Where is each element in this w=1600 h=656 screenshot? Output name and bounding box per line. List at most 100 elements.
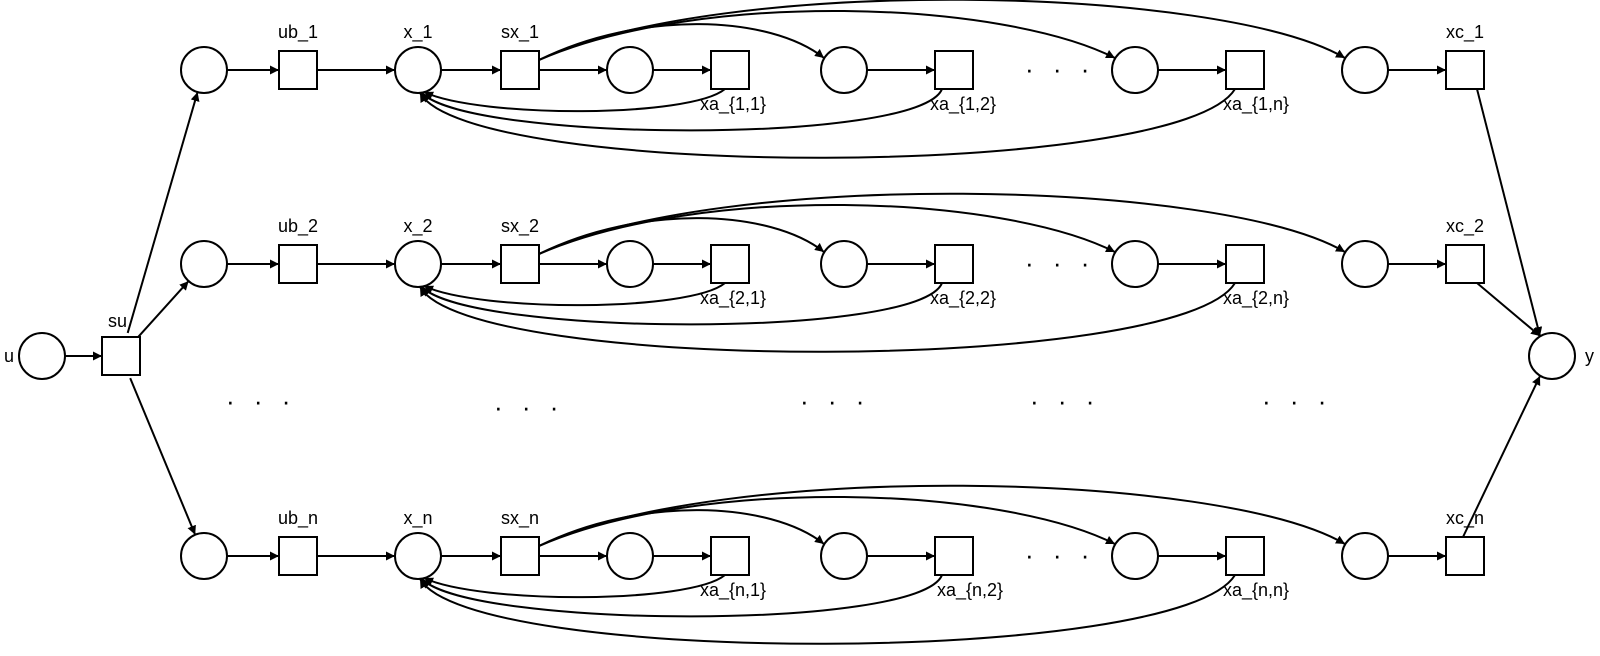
arc-su-to-row-2	[136, 280, 190, 339]
label-x-n: x_n	[403, 508, 432, 529]
place-pre-ub-2[interactable]	[180, 240, 228, 288]
ellipsis-col2: · · ·	[494, 392, 564, 422]
transition-xa-2-1[interactable]	[710, 244, 750, 284]
place-pre-xa-2-2[interactable]	[820, 240, 868, 288]
transition-xc-2[interactable]	[1445, 244, 1485, 284]
place-pre-ub-1[interactable]	[180, 46, 228, 94]
arc-su-to-row-n	[129, 377, 197, 536]
place-pre-xc-2[interactable]	[1341, 240, 1389, 288]
label-y: y	[1585, 346, 1594, 366]
transition-xc-1[interactable]	[1445, 50, 1485, 90]
place-pre-xa-n-2[interactable]	[820, 532, 868, 580]
place-pre-ub-n[interactable]	[180, 532, 228, 580]
arc-sx-to-xcp-2	[538, 192, 1346, 255]
place-pre-xa-2-n[interactable]	[1111, 240, 1159, 288]
arcs-layer	[65, 0, 1543, 645]
arc-xa2-to-x-2	[421, 282, 943, 326]
label-su: su	[108, 311, 127, 331]
arc-sx-to-xcp-n	[538, 484, 1346, 547]
label-x-2: x_2	[403, 216, 432, 237]
label-xa-2-1: xa_{2,1}	[700, 288, 766, 309]
label-ub-1: ub_1	[278, 22, 318, 43]
place-x-1[interactable]	[394, 46, 442, 94]
place-pre-xc-1[interactable]	[1341, 46, 1389, 94]
ellipsis-col5: · · ·	[1262, 386, 1332, 416]
place-pre-xa-1-1[interactable]	[606, 46, 654, 94]
transition-xa-n-n[interactable]	[1225, 536, 1265, 576]
arc-sx-to-a2p-1	[538, 23, 825, 61]
place-pre-xa-2-1[interactable]	[606, 240, 654, 288]
arc-sx-to-a2p-2	[538, 217, 825, 255]
label-sx-1: sx_1	[501, 22, 539, 43]
arc-xa2-to-x-n	[421, 574, 943, 618]
ellipses-layer: · · · · · · · · · · · · · · ·	[226, 386, 1332, 422]
transition-ub-2[interactable]	[278, 244, 318, 284]
transition-xa-1-1[interactable]	[710, 50, 750, 90]
arc-sx-to-anp-n	[538, 495, 1116, 547]
transition-sx-2[interactable]	[500, 244, 540, 284]
ellipsis-col4: · · ·	[1030, 386, 1100, 416]
transition-xa-2-2[interactable]	[934, 244, 974, 284]
arc-xan-to-x-n	[419, 574, 1236, 645]
arc-sx-to-a2p-n	[538, 509, 825, 547]
label-u: u	[4, 346, 14, 366]
label-x-1: x_1	[403, 22, 432, 43]
place-pre-xc-n[interactable]	[1341, 532, 1389, 580]
label-xa-n-1: xa_{n,1}	[700, 580, 766, 601]
arc-xc-1-to-y	[1476, 88, 1543, 337]
place-y[interactable]	[1528, 332, 1576, 380]
label-xa-1-1: xa_{1,1}	[700, 94, 766, 115]
arc-xa1-to-x-2	[423, 282, 726, 307]
arc-su-to-row-1	[126, 91, 200, 334]
arc-sx-to-anp-1	[538, 9, 1116, 61]
nodes-layer	[18, 46, 1576, 580]
label-xa-1-2: xa_{1,2}	[930, 94, 996, 115]
place-pre-xa-n-1[interactable]	[606, 532, 654, 580]
transition-sx-n[interactable]	[500, 536, 540, 576]
transition-xa-1-2[interactable]	[934, 50, 974, 90]
arc-sx-to-anp-2	[538, 203, 1116, 255]
label-xa-2-2: xa_{2,2}	[930, 288, 996, 309]
transition-xa-n-1[interactable]	[710, 536, 750, 576]
transition-su[interactable]	[101, 336, 141, 376]
ellipsis-row-2: · · ·	[1025, 248, 1095, 278]
place-pre-xa-1-n[interactable]	[1111, 46, 1159, 94]
label-xa-n-n: xa_{n,n}	[1223, 580, 1289, 601]
label-sx-2: sx_2	[501, 216, 539, 237]
label-xc-2: xc_2	[1446, 216, 1484, 237]
transition-xc-n[interactable]	[1445, 536, 1485, 576]
arc-xan-to-x-1	[419, 88, 1236, 159]
transition-xa-n-2[interactable]	[934, 536, 974, 576]
arc-sx-to-xcp-1	[538, 0, 1346, 61]
arc-xa2-to-x-1	[421, 88, 943, 132]
arc-xan-to-x-2	[419, 282, 1236, 353]
transition-xa-2-n[interactable]	[1225, 244, 1265, 284]
label-xc-n: xc_n	[1446, 508, 1484, 529]
label-xa-2-n: xa_{2,n}	[1223, 288, 1289, 309]
transition-ub-1[interactable]	[278, 50, 318, 90]
ellipsis-row-1: · · ·	[1025, 54, 1095, 84]
ellipsis-row-n: · · ·	[1025, 540, 1095, 570]
label-xa-n-2: xa_{n,2}	[937, 580, 1003, 601]
label-xa-1-n: xa_{1,n}	[1223, 94, 1289, 115]
label-ub-2: ub_2	[278, 216, 318, 237]
arc-xc-2-to-y	[1476, 282, 1541, 337]
arc-xa1-to-x-1	[423, 88, 726, 113]
ellipsis-col3: · · ·	[800, 386, 870, 416]
label-xc-1: xc_1	[1446, 22, 1484, 43]
place-x-n[interactable]	[394, 532, 442, 580]
place-pre-xa-1-2[interactable]	[820, 46, 868, 94]
transition-sx-1[interactable]	[500, 50, 540, 90]
label-sx-n: sx_n	[501, 508, 539, 529]
place-x-2[interactable]	[394, 240, 442, 288]
transition-ub-n[interactable]	[278, 536, 318, 576]
arc-xa1-to-x-n	[423, 574, 726, 599]
transition-xa-1-n[interactable]	[1225, 50, 1265, 90]
label-ub-n: ub_n	[278, 508, 318, 529]
arc-xc-n-to-y	[1462, 375, 1541, 538]
place-pre-xa-n-n[interactable]	[1111, 532, 1159, 580]
ellipsis-col1: · · ·	[226, 386, 296, 416]
place-u[interactable]	[18, 332, 66, 380]
